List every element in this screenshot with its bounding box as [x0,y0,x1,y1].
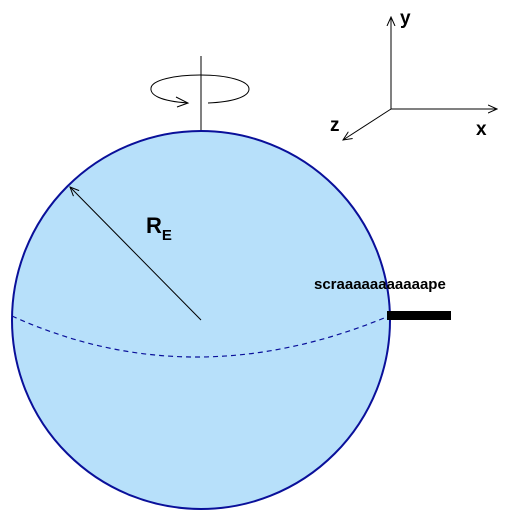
rotation-arrow-ellipse [150,74,250,104]
y-axis-label: y [400,8,411,29]
equator-dashed-line [11,315,390,358]
radius-label: RE [146,213,172,244]
scraper-bar [387,311,451,320]
z-axis-line [343,108,392,140]
radius-arrow [70,187,202,321]
rotation-arrow-head [175,96,190,108]
earth-sphere: RE [11,130,391,510]
coordinate-axes: y x z [330,8,497,140]
x-axis-label: x [476,119,487,140]
rotation-indicator [150,56,250,143]
radius-subscript: E [162,227,172,244]
scraper-label: scraaaaaaaaaaape [314,276,446,293]
scraper: scraaaaaaaaaaape [314,276,451,320]
radius-symbol: R [146,213,162,238]
z-axis-label: z [330,115,340,136]
